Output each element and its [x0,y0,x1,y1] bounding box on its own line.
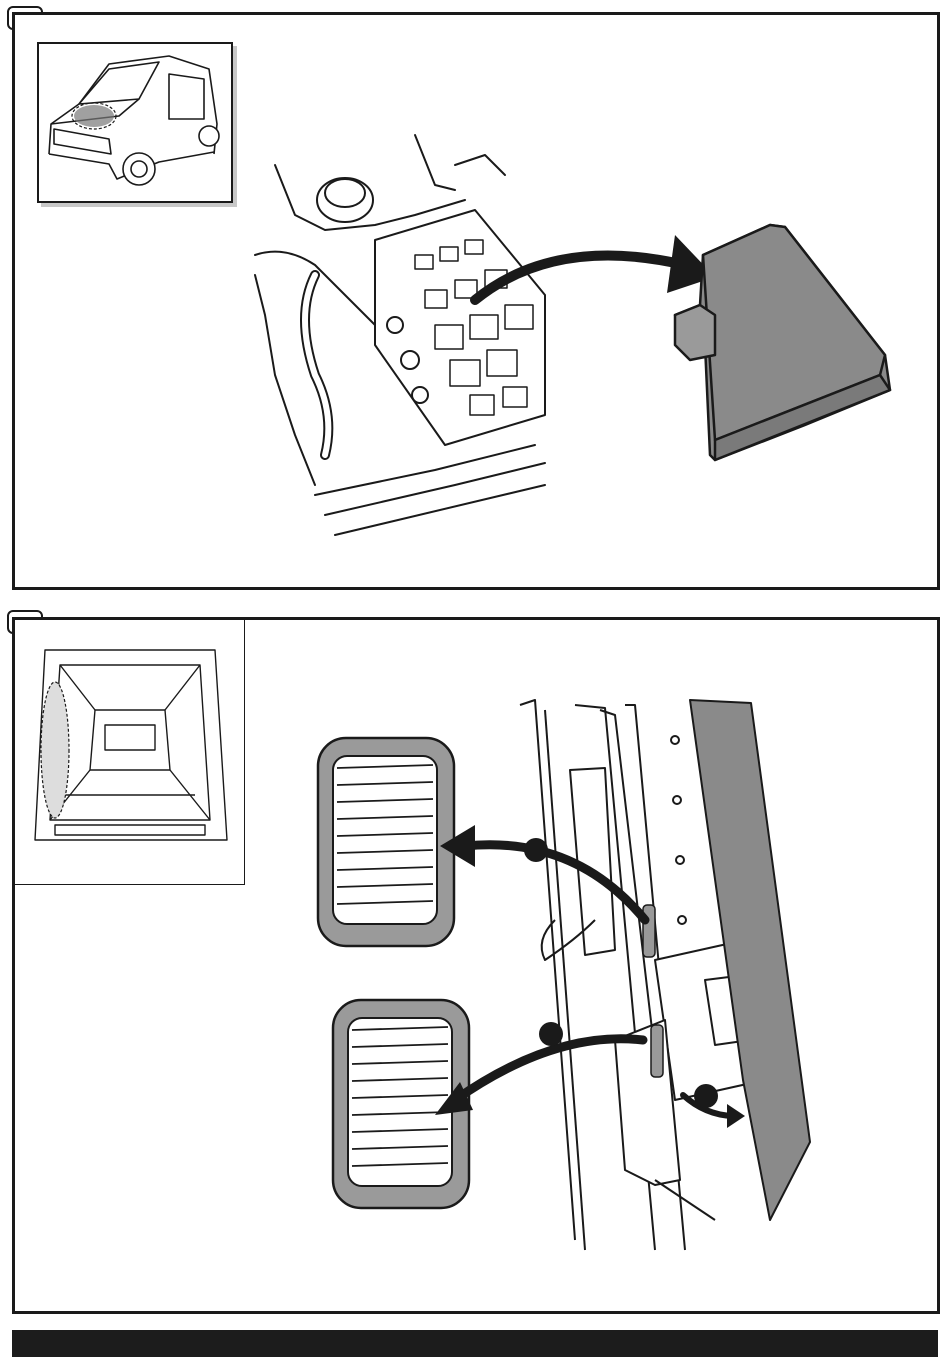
van-cargo-inset [14,619,245,885]
vent-grille-upper [318,738,454,946]
van-front-icon [39,44,231,201]
footer-bar [12,1330,938,1357]
van-cargo-icon [15,620,244,884]
van-front-inset [37,42,233,203]
